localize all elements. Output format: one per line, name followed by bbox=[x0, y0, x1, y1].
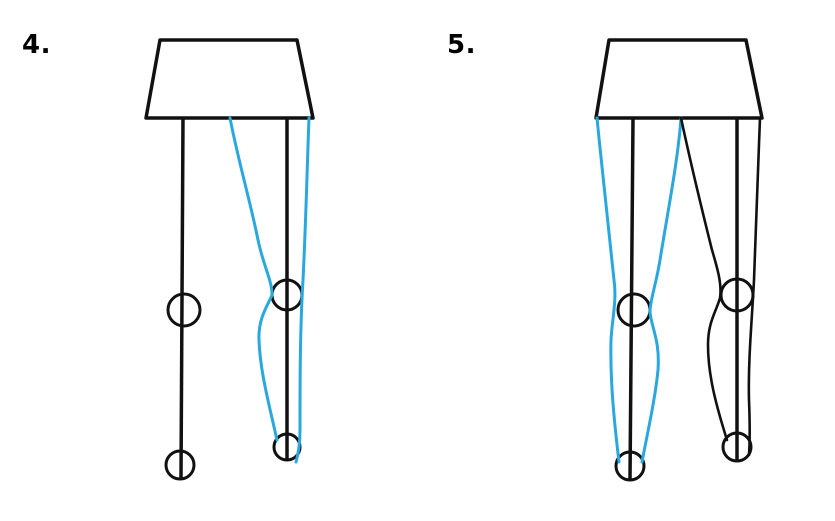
step-4-label: 4. bbox=[22, 30, 51, 60]
left-knee-joint bbox=[166, 292, 202, 328]
left-leg-bone bbox=[628, 118, 635, 481]
right-leg-inner-contour bbox=[228, 116, 279, 442]
step-5-label: 5. bbox=[447, 30, 476, 60]
step-4-figure bbox=[144, 38, 315, 481]
left-leg-inner-contour bbox=[640, 116, 683, 464]
right-leg-inner-contour bbox=[679, 116, 729, 442]
left-leg-outer-contour bbox=[595, 116, 621, 464]
hip-block bbox=[144, 38, 315, 120]
right-leg-outer-contour bbox=[747, 116, 762, 457]
left-ankle-joint bbox=[164, 449, 196, 481]
right-ankle-joint bbox=[721, 431, 753, 463]
right-leg-outer-contour bbox=[294, 116, 311, 464]
left-ankle-joint bbox=[614, 450, 646, 482]
hip-block bbox=[594, 38, 764, 120]
left-knee-joint bbox=[616, 292, 652, 328]
step-5-figure bbox=[594, 38, 764, 482]
left-leg-bone bbox=[179, 118, 185, 479]
